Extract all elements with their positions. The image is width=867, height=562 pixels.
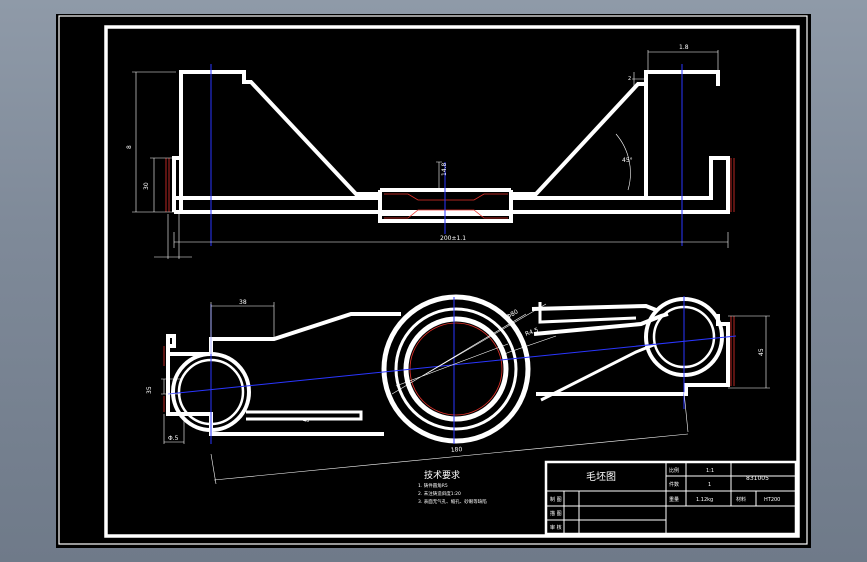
title-label-weight: 重量 bbox=[669, 496, 679, 503]
sheet-inner-border bbox=[104, 25, 800, 538]
dim-arm-gap: 40 bbox=[303, 418, 309, 424]
bottom-view-slots bbox=[246, 302, 657, 421]
notes-line-1: 1. 铸件圆角R5 bbox=[418, 482, 448, 489]
bottom-view-right-hatch bbox=[730, 316, 735, 386]
title-block: 毛坯图 比例 1:1 件数 1 831005 重量 1.12kg 材料 HT20… bbox=[544, 460, 798, 536]
sheet-outer-border bbox=[58, 15, 808, 545]
bottom-view-hub-outer bbox=[381, 294, 531, 444]
title-block-frame bbox=[544, 460, 798, 536]
bottom-view-outer-outline bbox=[166, 303, 730, 436]
title-value-scale: 1:1 bbox=[706, 468, 714, 474]
top-view-dim-lines bbox=[132, 50, 729, 259]
title-value-quantity: 1 bbox=[708, 482, 711, 488]
dim-right-height: 45 bbox=[758, 348, 765, 356]
notes-title: 技术要求 bbox=[424, 469, 460, 481]
title-row-tracer: 描 图 bbox=[550, 510, 562, 517]
top-view-right-rib bbox=[509, 82, 711, 200]
top-view-left-hatch bbox=[165, 158, 170, 212]
dim-left-step: 30 bbox=[143, 182, 150, 190]
drawing-sheet: 1.8 2 8 30 14.8 45° 200±1.1 38 Φ80 R4.5 … bbox=[58, 15, 808, 545]
dim-offset-top: 38 bbox=[239, 299, 247, 306]
top-view-hub-hatch bbox=[384, 193, 508, 219]
dim-height-left: 8 bbox=[126, 145, 133, 149]
title-label-scale: 比例 bbox=[669, 467, 679, 474]
cad-viewport[interactable]: 1.8 2 8 30 14.8 45° 200±1.1 38 Φ80 R4.5 … bbox=[56, 14, 811, 548]
dim-overall-length: 200±1.1 bbox=[440, 235, 466, 242]
top-view-right-hatch bbox=[730, 158, 735, 212]
top-view: 1.8 2 8 30 14.8 45° 200±1.1 bbox=[126, 44, 735, 259]
dim-center-distance: 180 bbox=[451, 446, 463, 454]
notes-line-2: 2. 未注铸造斜度1:20 bbox=[418, 490, 461, 497]
dim-angle: 45° bbox=[622, 157, 633, 164]
bottom-view: 38 Φ80 R4.5 35 40 45 Φ.5 180 bbox=[146, 294, 770, 485]
title-value-weight: 1.12kg bbox=[696, 497, 713, 503]
title-drawing-number: 831005 bbox=[746, 475, 769, 482]
bottom-view-dim-lines bbox=[161, 302, 770, 485]
dim-large-radius: R4.5 bbox=[524, 327, 539, 338]
dim-center-hole: 14.8 bbox=[441, 162, 448, 176]
title-label-quantity: 件数 bbox=[669, 481, 679, 488]
dim-small-top: 2 bbox=[628, 76, 631, 82]
title-value-material: HT200 bbox=[764, 497, 780, 503]
notes-line-3: 3. 表面无气孔、缩孔、砂眼等缺陷 bbox=[418, 498, 487, 505]
bottom-view-hub-bore bbox=[403, 316, 509, 422]
dim-left-bottom: Φ.5 bbox=[168, 435, 179, 442]
technical-notes: 技术要求 1. 铸件圆角R5 2. 未注铸造斜度1:20 3. 表面无气孔、缩孔… bbox=[418, 469, 487, 505]
title-row-drafter: 制 图 bbox=[550, 496, 562, 503]
title-label-material: 材料 bbox=[736, 496, 746, 503]
dim-left-small: 35 bbox=[146, 386, 153, 394]
dim-right-width: 1.8 bbox=[679, 44, 689, 51]
title-block-grid bbox=[546, 462, 796, 534]
bottom-view-hub-mid bbox=[394, 307, 518, 431]
title-row-checker: 审 核 bbox=[550, 524, 562, 531]
title-drawing-name: 毛坯图 bbox=[586, 471, 616, 483]
